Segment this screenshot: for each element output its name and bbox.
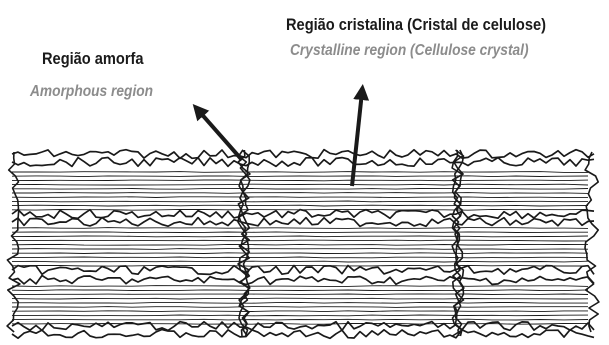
fibril-end [585,152,599,332]
amorphous-strand [12,276,594,285]
amorphous-strand [12,218,594,227]
crystalline-strand [12,286,588,287]
crystalline-strand [12,307,588,308]
crystalline-strand [12,315,588,316]
crystalline-strand [12,193,588,194]
crystalline-strand [12,201,588,202]
amorphous-strand [12,330,594,339]
amorphous-strand [12,158,594,167]
crystalline-strand [12,228,588,229]
crystalline-strand [12,197,588,198]
crystalline-strand [12,172,588,173]
crystalline-strand [12,290,588,291]
crystalline-strand [12,253,588,254]
crystalline-strand [12,319,588,320]
crystalline-strand [12,244,588,245]
crystalline-strand [12,311,588,312]
crystalline-strand [12,188,588,189]
crystalline-strand [12,298,588,299]
crystalline-strand [12,176,588,177]
crystalline-strand [12,294,588,295]
crystalline-strand [12,249,588,250]
crystalline-strand [12,205,588,206]
crystalline-strand [12,302,588,303]
amorphous-strand [12,266,594,275]
crystalline-strand [12,232,588,233]
crystalline-strand [12,261,588,262]
crystalline-strand [12,180,588,181]
crystalline-strand [12,236,588,237]
amorphous-strand [12,210,594,219]
crystalline-strand [12,257,588,258]
crystalline-strand [12,240,588,241]
amorphous-strand [12,322,594,331]
fibril-end [7,152,20,332]
crystalline-strand [12,184,588,185]
fibril-bundle [7,150,599,339]
amorphous-strand [12,150,594,159]
crystalline-strand [12,265,588,266]
